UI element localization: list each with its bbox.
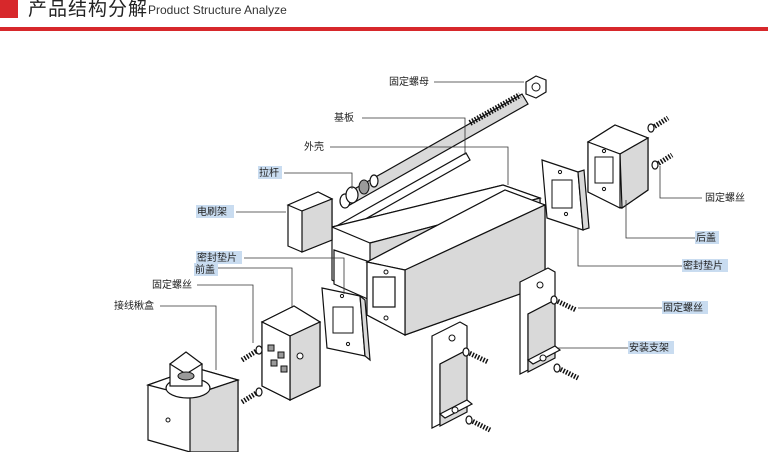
page-title: 产品结构分解 [28, 0, 149, 20]
label-front-cover-highlight [194, 263, 218, 276]
rod-spacer-part [345, 174, 379, 204]
label-pull-rod-highlight [258, 166, 282, 179]
mounting-bracket-right-part [519, 267, 580, 381]
label-base-plate: 基板 [334, 111, 354, 124]
label-mounting-bracket: 安装支架 [629, 341, 669, 354]
label-fixing-screw-left: 固定螺丝 [152, 278, 192, 291]
fixing-screw-right-top-part [647, 115, 674, 170]
header-red-block [0, 0, 18, 18]
label-brush-holder-highlight [196, 205, 234, 218]
label-rear-cover: 后盖 [696, 231, 716, 244]
seal-gasket-right-part [541, 159, 590, 231]
header-divider [0, 27, 768, 31]
page-subtitle: Product Structure Analyze [148, 3, 287, 17]
fixing-screw-left-part [240, 345, 263, 405]
main-body-part [365, 189, 547, 336]
leader-lines [160, 81, 702, 370]
label-seal-gasket-right: 密封垫片 [683, 259, 723, 272]
label-front-cover: 前盖 [195, 263, 215, 276]
label-fixing-nut: 固定螺母 [389, 75, 429, 88]
label-fixing-screw-right-mid: 固定螺丝 [663, 301, 703, 314]
label-seal-gasket-right-highlight [682, 259, 728, 272]
label-mounting-bracket-highlight [628, 341, 674, 354]
label-pull-rod: 拉杆 [259, 166, 279, 179]
label-fixing-screw-right-mid-highlight [662, 301, 708, 314]
fixing-nut-part [525, 75, 547, 99]
front-cover-part [260, 305, 322, 401]
label-junction-box: 接线楸盒 [114, 299, 154, 312]
label-fixing-screw-right-top: 固定螺丝 [705, 191, 745, 204]
label-rear-cover-highlight [695, 231, 719, 244]
label-brush-holder: 电刷架 [197, 205, 227, 218]
seal-gasket-left-part [321, 287, 371, 362]
label-seal-gasket-left-highlight [196, 251, 242, 264]
page-header: 产品结构分解 Product Structure Analyze [0, 0, 768, 31]
rear-cover-part [586, 124, 650, 210]
brush-holder-part [286, 191, 334, 253]
mounting-bracket-left-part [431, 321, 492, 433]
label-shell: 外壳 [304, 140, 324, 153]
junction-box-part [145, 351, 241, 452]
label-seal-gasket-left: 密封垫片 [197, 251, 237, 264]
